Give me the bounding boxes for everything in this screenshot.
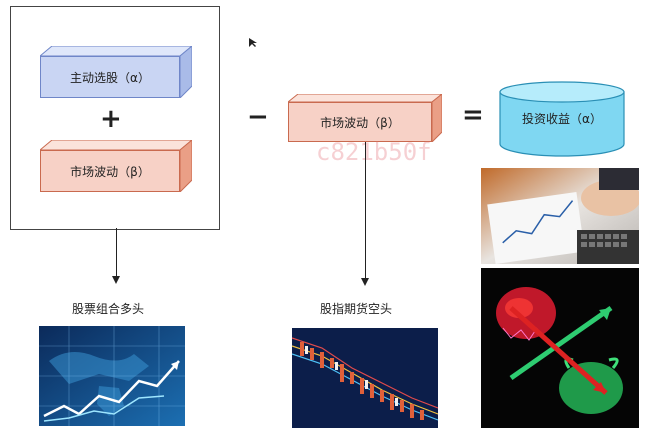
equals-sign: = bbox=[462, 100, 484, 130]
cursor-icon bbox=[249, 38, 257, 47]
middle-down-arrow-line bbox=[365, 142, 366, 280]
left-down-arrow-line bbox=[116, 228, 117, 278]
short-futures-caption: 股指期货空头 bbox=[320, 302, 393, 316]
alpha-box-label: 主动选股（α） bbox=[40, 56, 180, 98]
beta-box-middle: 市场波动（β） bbox=[288, 94, 442, 142]
result-cylinder: 投资收益（α） bbox=[498, 80, 626, 158]
stock-map-image bbox=[39, 326, 185, 426]
trading-desk-image bbox=[481, 168, 639, 264]
plus-sign: + bbox=[100, 104, 122, 134]
candlestick-chart-image bbox=[292, 328, 438, 428]
watermark: c821b50f bbox=[316, 138, 432, 166]
left-down-arrow-head bbox=[112, 276, 120, 284]
beta-box-middle-label: 市场波动（β） bbox=[288, 102, 432, 142]
beta-box-left-label: 市场波动（β） bbox=[40, 150, 180, 192]
long-stock-caption: 股票组合多头 bbox=[72, 302, 145, 316]
minus-sign: − bbox=[247, 102, 269, 132]
result-cylinder-label: 投资收益（α） bbox=[522, 112, 602, 126]
beta-box-left: 市场波动（β） bbox=[40, 140, 192, 192]
alpha-box: 主动选股（α） bbox=[40, 46, 192, 98]
left-frame bbox=[10, 6, 220, 230]
middle-down-arrow-head bbox=[361, 278, 369, 286]
bull-bear-image bbox=[481, 268, 639, 428]
